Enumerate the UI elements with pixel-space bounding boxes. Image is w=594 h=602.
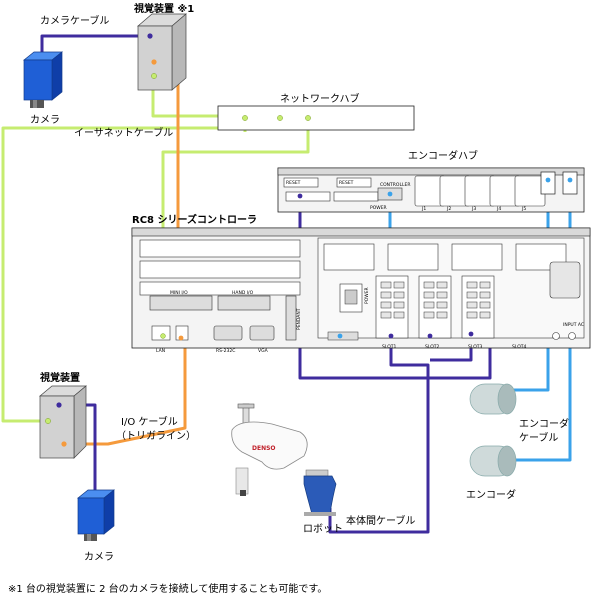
vision-device-top [137, 13, 187, 91]
label-vision-device-top: 視覚装置 ※1 [133, 2, 194, 15]
hub-controller-label: CONTROLLER [380, 182, 410, 188]
label-encoder: エンコーダ [466, 488, 516, 501]
hub-power-label: POWER [370, 205, 387, 211]
robot-brand-logo: DENSO [252, 445, 276, 452]
label-ethernet-cable: イーサネットケーブル [74, 126, 173, 139]
port-rs232c: RS-232C [216, 348, 235, 354]
label-camera-top: カメラ [30, 114, 60, 126]
vision-device-bottom [39, 385, 87, 459]
hub-reset-label-1: RESET [286, 180, 301, 186]
port-vga: VGA [258, 348, 269, 354]
port-slot2: SLOT2 [425, 344, 439, 350]
port-lan: LAN [156, 348, 165, 354]
hub-reset-label-2: RESET [339, 180, 354, 186]
label-encoder-cable-line1: エンコーダ [519, 417, 569, 430]
network-hub [217, 105, 415, 131]
port-slot3: SLOT3 [468, 344, 482, 350]
port-power: POWER [364, 287, 370, 304]
label-io-cable-line2: （トリガライン） [116, 430, 196, 442]
label-network-hub: ネットワークハブ [280, 92, 360, 105]
rc8-controller: MINI I/O HAND I/O LAN RS-232C VGA PENDAN… [131, 227, 591, 354]
encoder-hub: CONTROLLER RESET RESET POWER J1 J2 J3 J4… [277, 167, 585, 213]
label-camera-bottom: カメラ [84, 551, 114, 563]
hub-j3: J3 [471, 206, 476, 212]
label-io-cable-line1: I/O ケーブル [121, 415, 178, 428]
camera-bottom [77, 489, 115, 541]
robot-cable [328, 340, 430, 534]
hub-j2: J2 [446, 206, 451, 212]
port-slot1: SLOT1 [382, 344, 396, 350]
camera-top [23, 51, 63, 108]
label-vision-device-bottom: 視覚装置 [39, 371, 80, 384]
hub-j1: J1 [421, 206, 426, 212]
label-encoder-cable-line2: ケーブル [519, 431, 558, 444]
footnote: ※1 台の視覚装置に 2 台のカメラを接続して使用することも可能です。 [8, 582, 327, 595]
port-mini-io: MINI I/O [170, 290, 188, 296]
encoder-1 [469, 383, 517, 415]
hub-j4: J4 [496, 206, 501, 212]
port-hand-io: HAND I/O [232, 290, 254, 296]
port-slot4: SLOT4 [512, 344, 526, 350]
label-camera-cable: カメラケーブル [40, 14, 109, 27]
port-input-ac: INPUT AC [563, 322, 584, 328]
robot: DENSO [231, 403, 337, 516]
label-robot-cable: 本体間ケーブル [346, 514, 415, 527]
port-pendant: PENDANT [296, 308, 302, 330]
label-robot: ロボット [303, 523, 343, 535]
label-rc8-controller: RC8 シリーズコントローラ [132, 213, 257, 226]
hub-j5: J5 [521, 206, 526, 212]
label-encoder-hub: エンコーダハブ [408, 149, 478, 162]
encoder-2 [469, 445, 517, 477]
